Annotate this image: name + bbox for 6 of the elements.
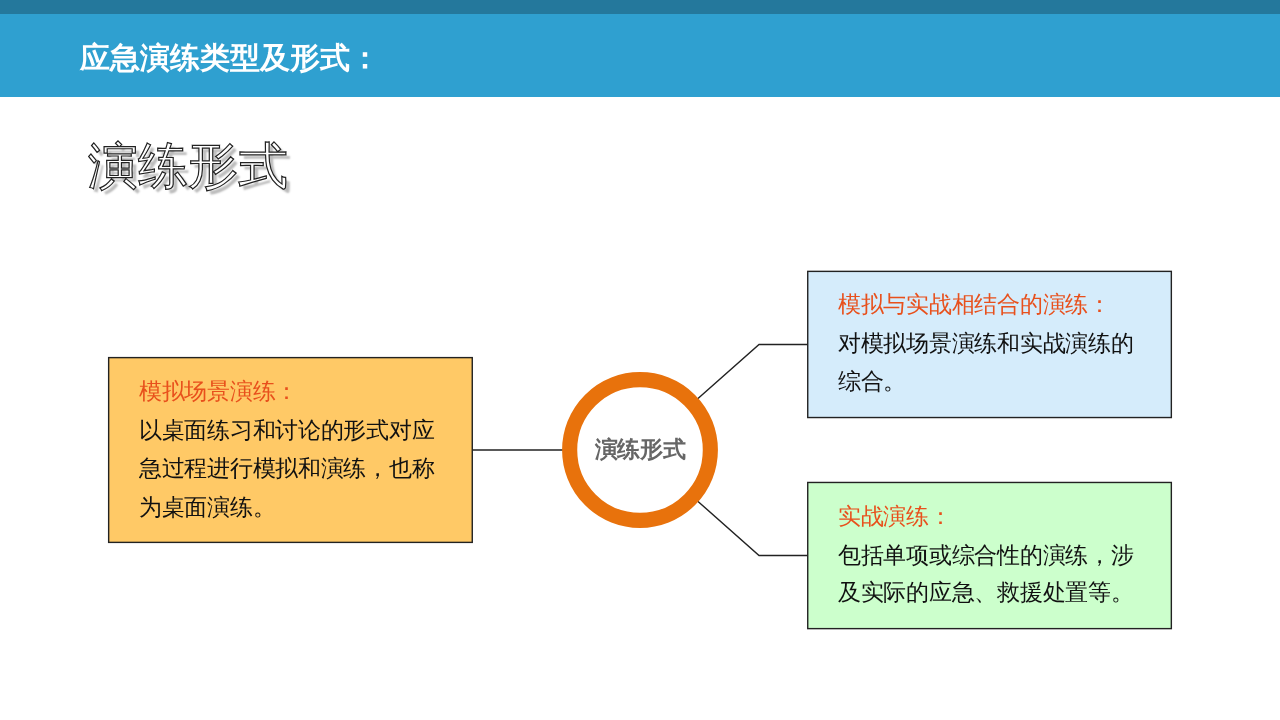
node-circle: 演练形式 (562, 372, 718, 528)
node-box: 实战演练： 包括单项或综合性的演练，涉及实际的应急、救援处置等。 (807, 481, 1173, 630)
section-heading: 演练形式 (86, 134, 298, 204)
node-box: 模拟场景演练： 以桌面练习和讨论的形式对应急过程进行模拟和演练，也称为桌面演练。 (107, 356, 473, 544)
node-box: 模拟与实战相结合的演练： 对模拟场景演练和实战演练的综合。 (807, 270, 1173, 419)
page-title: 应急演练类型及形式： (80, 39, 380, 77)
